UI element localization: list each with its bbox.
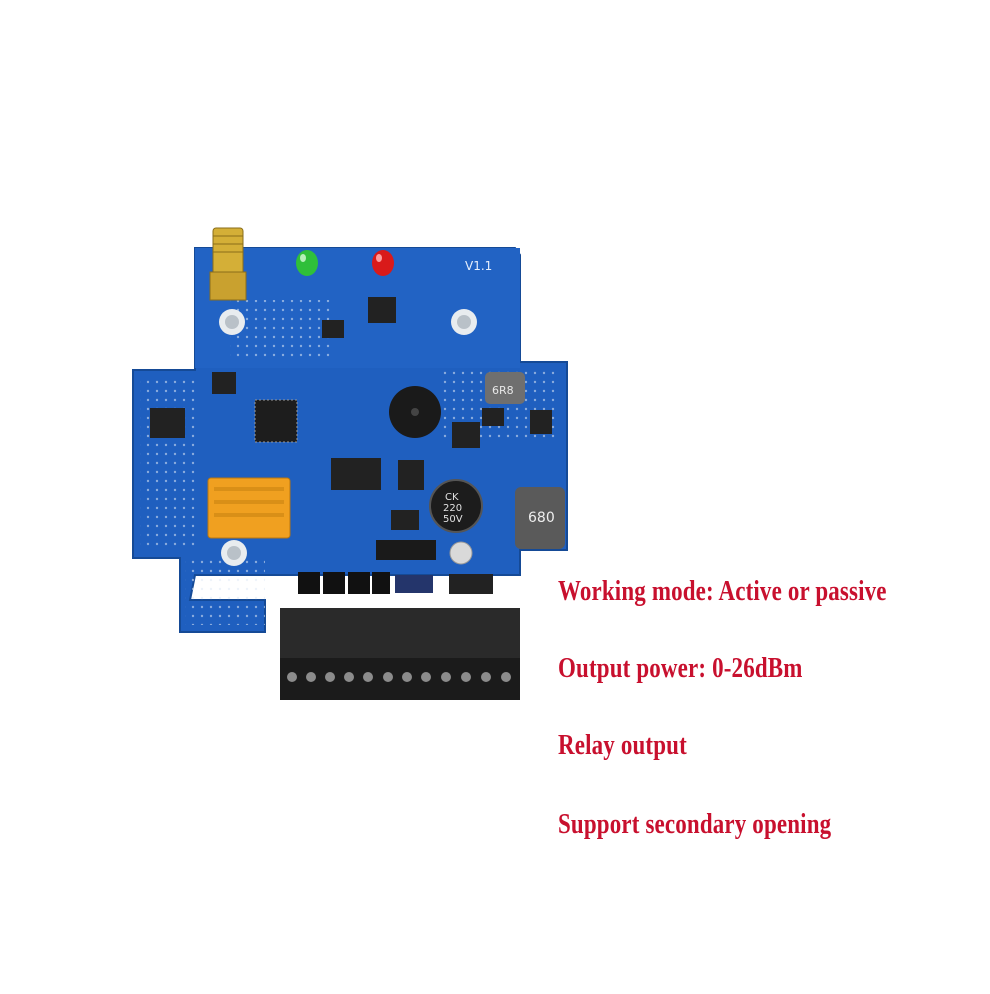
chip bbox=[449, 574, 493, 594]
capacitor-line: 220 bbox=[443, 503, 462, 514]
capacitor-line: 50V bbox=[443, 514, 463, 525]
chip bbox=[254, 399, 298, 443]
terminal-block bbox=[280, 608, 520, 700]
chip bbox=[331, 458, 381, 490]
feature-working-mode: Working mode: Active or passive bbox=[558, 576, 887, 607]
chip bbox=[530, 410, 552, 434]
feature-secondary-opening: Support secondary opening bbox=[558, 809, 832, 840]
chip bbox=[322, 320, 344, 338]
electrolytic-capacitor: CK 220 50V bbox=[429, 479, 483, 533]
chip bbox=[368, 297, 396, 323]
small-capacitor bbox=[449, 541, 473, 565]
feature-output-power: Output power: 0-26dBm bbox=[558, 653, 803, 684]
board-version-label: V1.1 bbox=[465, 259, 492, 273]
chip bbox=[452, 422, 480, 448]
chip bbox=[150, 408, 185, 438]
diode bbox=[395, 575, 433, 593]
capacitor-line: CK bbox=[445, 492, 459, 503]
chip bbox=[398, 460, 424, 490]
diode bbox=[372, 572, 390, 594]
red-led bbox=[372, 250, 394, 276]
chip bbox=[391, 510, 419, 530]
small-inductor: 6R8 bbox=[485, 372, 525, 404]
buzzer bbox=[389, 386, 441, 438]
chip bbox=[482, 408, 504, 426]
relay bbox=[207, 477, 291, 539]
large-inductor: 680 bbox=[515, 487, 565, 549]
diode bbox=[376, 540, 436, 560]
mounting-hole bbox=[219, 309, 245, 335]
antenna-connector bbox=[209, 227, 247, 301]
diode bbox=[298, 572, 320, 594]
small-inductor-label: 6R8 bbox=[492, 384, 514, 397]
mounting-hole bbox=[451, 309, 477, 335]
chip bbox=[212, 372, 236, 394]
feature-relay-output: Relay output bbox=[558, 730, 687, 761]
diode bbox=[348, 572, 370, 594]
diode bbox=[323, 572, 345, 594]
mounting-hole bbox=[221, 540, 247, 566]
green-led bbox=[296, 250, 318, 276]
large-inductor-label: 680 bbox=[528, 510, 555, 526]
